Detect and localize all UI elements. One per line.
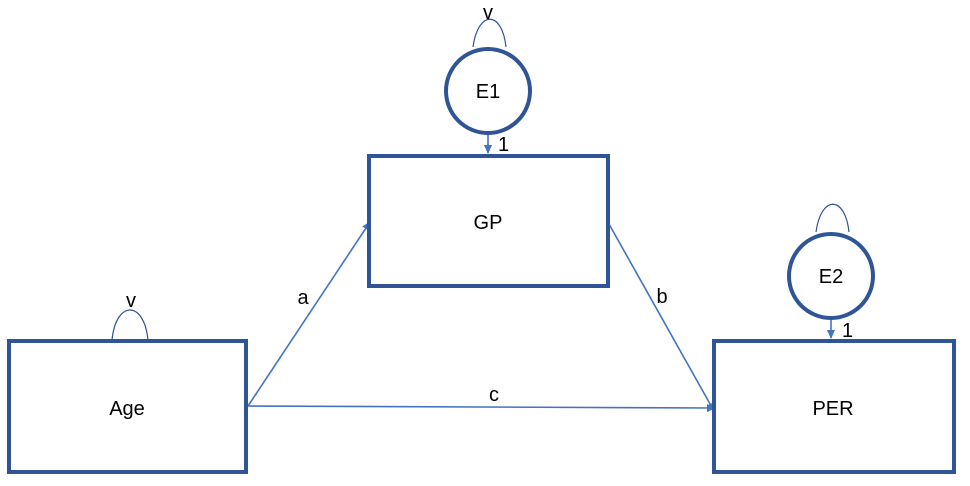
path-a-arrow	[247, 221, 371, 407]
e1-label: E1	[476, 81, 500, 103]
e2-variance-loop	[815, 203, 850, 233]
per-label: PER	[812, 398, 853, 420]
age-variance-label: v	[126, 290, 136, 312]
gp-node	[367, 154, 610, 288]
path-b-label: b	[656, 286, 667, 308]
e1-variance-loop	[472, 18, 507, 48]
e2-label: E2	[819, 266, 843, 288]
per-node	[712, 339, 956, 474]
e1-variance-label: v	[483, 2, 493, 24]
age-node	[7, 339, 248, 474]
e1-loading-label: 1	[498, 134, 509, 156]
gp-label: GP	[474, 212, 503, 234]
path-a-label: a	[297, 287, 309, 309]
path-b-arrow	[608, 223, 715, 412]
path-c-arrow	[247, 403, 716, 412]
e2-node	[787, 232, 875, 320]
age-variance-loop	[111, 309, 149, 341]
e2-loading-label: 1	[842, 320, 853, 342]
path-c-label: c	[489, 384, 499, 406]
e1-node	[444, 47, 532, 135]
age-label: Age	[109, 398, 145, 420]
